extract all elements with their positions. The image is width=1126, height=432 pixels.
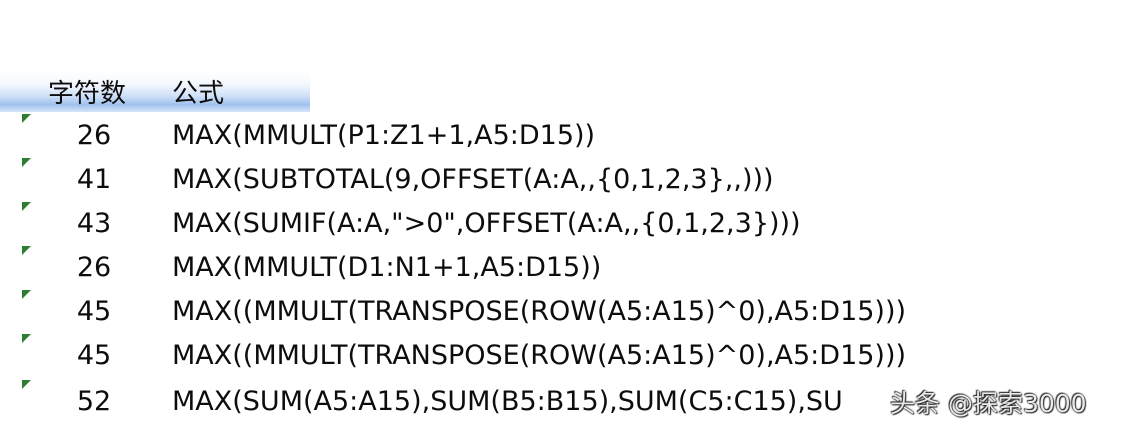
table-row: 26 MAX(MMULT(D1:N1+1,A5:D15)) [0,246,1126,290]
formula-cell[interactable]: MAX(SUMIF(A:A,">0",OFFSET(A:A,,{0,1,2,3}… [172,208,801,239]
column-header-char-count[interactable]: 字符数 [48,79,127,109]
char-count-cell[interactable]: 41 [76,164,112,195]
formula-cell[interactable]: MAX((MMULT(TRANSPOSE(ROW(A5:A15)^0),A5:D… [172,296,907,327]
watermark-text: 头条 @探索3000 [890,389,1087,418]
char-count-cell[interactable]: 45 [76,340,112,371]
error-indicator-icon[interactable] [22,380,31,389]
error-indicator-icon[interactable] [22,158,31,167]
table-row: 26 MAX(MMULT(P1:Z1+1,A5:D15)) [0,114,1126,158]
formula-cell[interactable]: MAX((MMULT(TRANSPOSE(ROW(A5:A15)^0),A5:D… [172,340,907,371]
formula-cell[interactable]: MAX(SUM(A5:A15),SUM(B5:B15),SUM(C5:C15),… [172,386,843,417]
formula-cell[interactable]: MAX(MMULT(D1:N1+1,A5:D15)) [172,252,602,283]
table-row: 52 MAX(SUM(A5:A15),SUM(B5:B15),SUM(C5:C1… [0,380,1126,424]
formula-cell[interactable]: MAX(MMULT(P1:Z1+1,A5:D15)) [172,120,596,151]
table-row: 45 MAX((MMULT(TRANSPOSE(ROW(A5:A15)^0),A… [0,334,1126,378]
table-row: 43 MAX(SUMIF(A:A,">0",OFFSET(A:A,,{0,1,2… [0,202,1126,246]
table-row: 45 MAX((MMULT(TRANSPOSE(ROW(A5:A15)^0),A… [0,290,1126,334]
error-indicator-icon[interactable] [22,114,31,123]
error-indicator-icon[interactable] [22,246,31,255]
char-count-cell[interactable]: 52 [76,386,112,417]
char-count-cell[interactable]: 43 [76,208,112,239]
table-row: 41 MAX(SUBTOTAL(9,OFFSET(A:A,,{0,1,2,3},… [0,158,1126,202]
column-header-formula[interactable]: 公式 [172,79,225,109]
error-indicator-icon[interactable] [22,290,31,299]
header-highlight-band [0,72,310,112]
char-count-cell[interactable]: 26 [76,120,112,151]
error-indicator-icon[interactable] [22,334,31,343]
formula-cell[interactable]: MAX(SUBTOTAL(9,OFFSET(A:A,,{0,1,2,3},,))… [172,164,774,195]
error-indicator-icon[interactable] [22,202,31,211]
char-count-cell[interactable]: 45 [76,296,112,327]
char-count-cell[interactable]: 26 [76,252,112,283]
